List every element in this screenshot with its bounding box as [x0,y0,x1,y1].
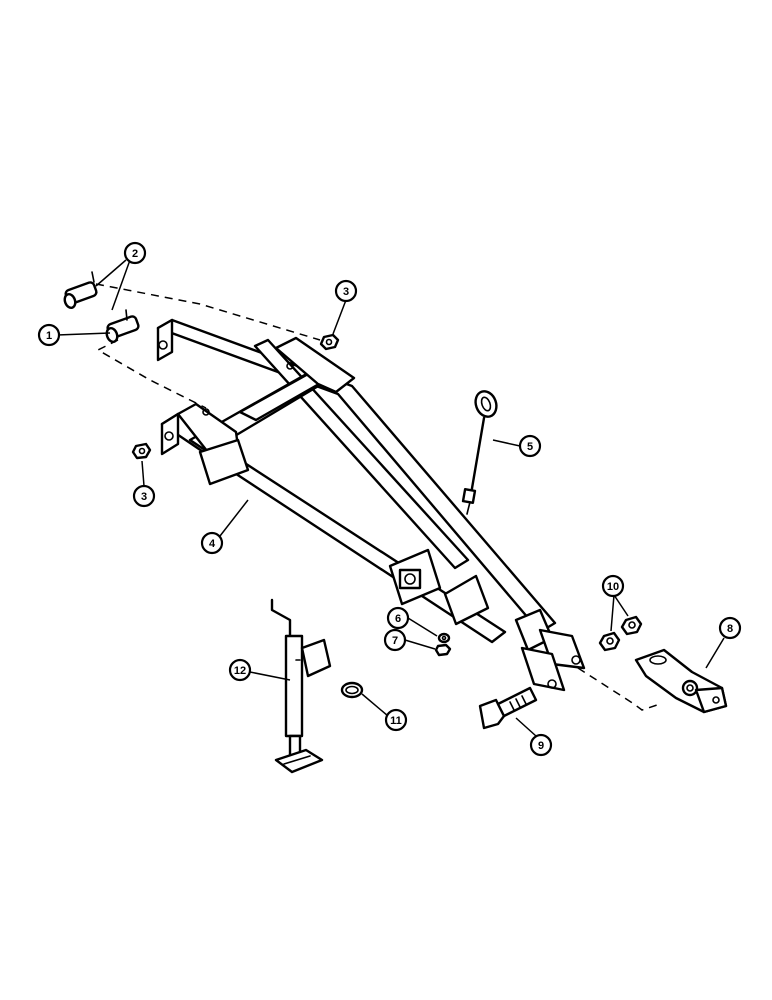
bracket-hole-upper [286,362,294,370]
bracket-hole-lower [202,408,210,416]
clevis-hole-lower [547,679,557,689]
a-frame-tongue [156,318,586,692]
callout-2: 2 [123,241,147,265]
callout-6: 6 [386,606,410,630]
callout-3-upper-label: 3 [343,286,349,298]
locknut-a [598,631,621,652]
callout-10-label: 10 [607,581,619,593]
jack-mount-hole [404,573,416,585]
callout-9: 9 [529,733,553,757]
safety-pin [461,390,498,515]
callout-2-label: 2 [132,248,138,260]
hitch-pins [63,271,140,343]
callout-3-upper: 3 [334,279,358,303]
callout-1-label: 1 [46,330,52,342]
callout-3-lower-label: 3 [141,491,147,503]
callout-11: 11 [384,708,408,732]
callout-3-lower: 3 [132,484,156,508]
locknut-b [620,615,643,636]
nut-lower [131,442,152,460]
assembly-lines [95,283,661,711]
clip-lower [125,309,128,321]
callout-12: 12 [228,658,252,682]
plate-middle [443,574,490,626]
callout-11-label: 11 [390,715,402,727]
rear-hole-upper [158,340,168,350]
callout-7: 7 [383,628,407,652]
callout-10: 10 [601,574,625,598]
pin-lower [105,315,140,343]
callout-4-label: 4 [209,538,216,550]
leader-lines [56,259,725,737]
pin-upper [63,281,98,309]
hex-bolt [478,686,538,730]
callout-4: 4 [200,531,224,555]
lower-rail-end [160,412,180,456]
callout-8-label: 8 [727,623,733,635]
jack-stand [270,598,332,774]
jack-mount-square [398,568,422,590]
clip-upper [91,271,95,283]
rear-hole-lower [164,431,174,441]
jack-foot [274,748,324,774]
callout-7-label: 7 [392,635,398,647]
callout-1: 1 [37,323,61,347]
callout-6-label: 6 [395,613,401,625]
plate-upper [198,438,250,486]
retaining-ring [340,681,364,699]
callout-5: 5 [518,434,542,458]
washer [437,632,451,644]
jack-crank [270,598,292,638]
jack-bracket [300,638,332,678]
nut-upper [319,333,340,351]
callout-8: 8 [718,616,742,640]
clevis-hole-upper [571,655,581,665]
callout-5-label: 5 [527,441,533,453]
callout-9-label: 9 [538,740,544,752]
jack-upper-tube [284,634,304,738]
diagonal-brace [253,338,470,570]
callout-12-label: 12 [234,665,246,677]
clevis-hitch [634,648,728,714]
bracket-upper [274,336,356,394]
jam-nut [434,643,452,657]
upper-rail-end [156,318,174,362]
